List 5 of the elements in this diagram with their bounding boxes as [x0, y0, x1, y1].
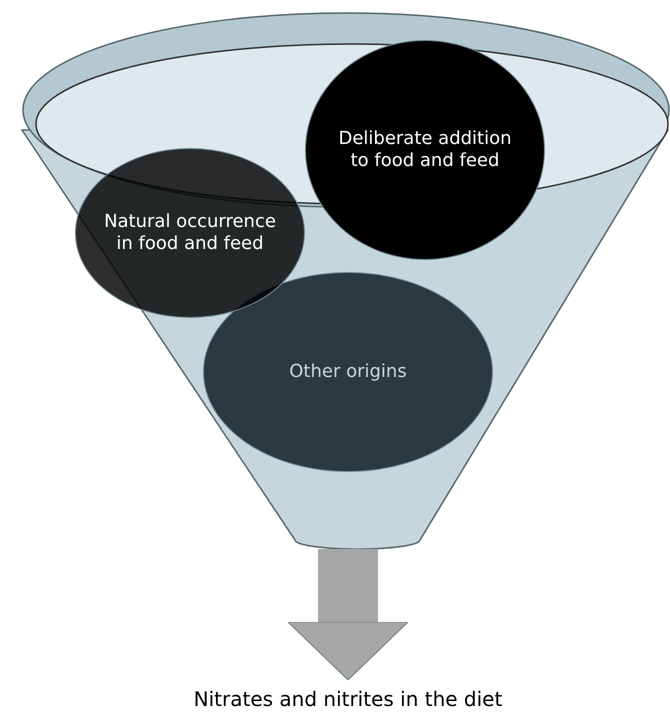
circle-label: Other origins: [289, 361, 407, 383]
arrow: [288, 549, 408, 680]
circle-label: Deliberate addition to food and feed: [337, 128, 513, 172]
circle-label: Natural occurrence in food and feed: [103, 211, 277, 255]
result-label: Nitrates and nitrites in the diet: [194, 687, 502, 711]
